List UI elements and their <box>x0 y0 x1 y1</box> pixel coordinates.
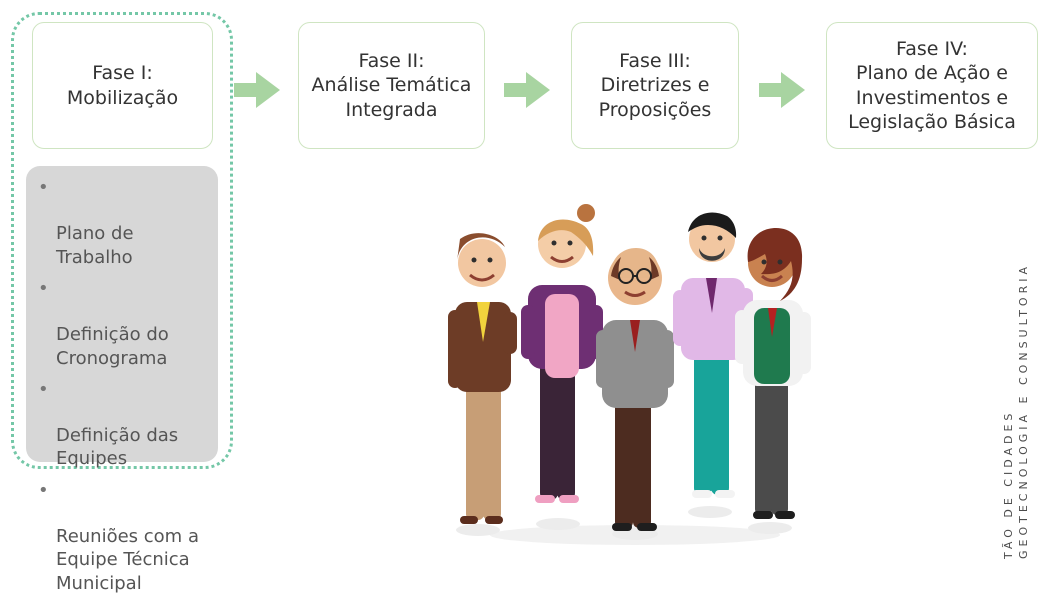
person-icon <box>673 212 753 518</box>
task-item: • Definição do Cronograma <box>34 277 206 370</box>
person-icon <box>448 233 517 536</box>
phase-i-box: Fase I: Mobilização <box>32 22 213 149</box>
phase-ii-box: Fase II: Análise Temática Integrada <box>298 22 485 149</box>
task-label: Definição das Equipes <box>56 425 179 470</box>
vertical-brand-text: TÃO DE CIDADES GEOTECNOLOGIA E CONSULTOR… <box>984 190 1040 559</box>
brand-text-line-1: TÃO DE CIDADES <box>1002 409 1015 559</box>
task-label: Plano de Trabalho <box>56 223 134 268</box>
person-icon <box>521 204 603 530</box>
bullet-icon: • <box>38 177 49 198</box>
arrow-right-icon <box>759 72 805 108</box>
phase-i-group <box>11 12 233 469</box>
phase-iii-box: Fase III: Diretrizes e Proposições <box>571 22 739 149</box>
phase-iv-box: Fase IV: Plano de Ação e Investimentos e… <box>826 22 1038 149</box>
task-item: • Definição das Equipes <box>34 378 206 471</box>
mobilization-tasks-panel: • Plano de Trabalho • Definição do Crono… <box>26 166 218 594</box>
brand-text-line-2: GEOTECNOLOGIA E CONSULTORIA <box>1017 262 1030 559</box>
arrow-right-icon <box>504 72 550 108</box>
arrow-right-icon <box>234 72 280 108</box>
task-label: Reuniões com a Equipe Técnica Municipal <box>56 526 199 594</box>
person-icon <box>735 228 811 534</box>
task-item: • Plano de Trabalho <box>34 176 206 269</box>
person-icon <box>596 248 674 540</box>
people-illustration-icon <box>448 204 811 545</box>
mobilization-task-list: • Plano de Trabalho • Definição do Crono… <box>34 176 206 595</box>
task-item: • Reuniões com a Equipe Técnica Municipa… <box>34 479 206 595</box>
task-label: Definição do Cronograma <box>56 324 169 369</box>
bullet-icon: • <box>38 378 49 400</box>
bullet-icon: • <box>38 479 49 501</box>
bullet-icon: • <box>38 277 49 299</box>
